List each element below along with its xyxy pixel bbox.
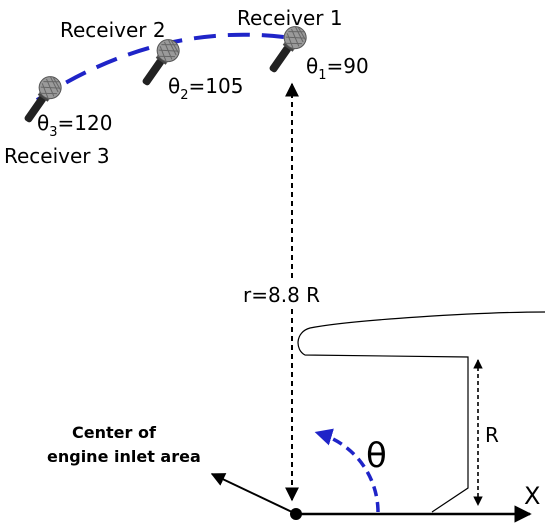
origin-point [290, 508, 302, 520]
receiver-3-angle: θ3=120 [37, 111, 112, 140]
receiver-1-label: Receiver 1 [237, 6, 343, 30]
inlet-radius-label: R [485, 423, 499, 447]
receiver-2-angle: θ2=105 [168, 74, 243, 103]
receiver-2-label: Receiver 2 [60, 18, 166, 42]
x-axis-label: X [524, 482, 540, 510]
radius-label: r=8.8 R [243, 283, 320, 307]
center-label-line1: Center of [72, 423, 157, 442]
engine-nacelle-outline [298, 312, 545, 512]
center-label-line2: engine inlet area [47, 447, 201, 466]
center-pointer-arrow [212, 474, 292, 512]
microphone-icon [263, 22, 311, 77]
receiver-3-label: Receiver 3 [4, 144, 110, 168]
angle-label: θ [366, 436, 387, 476]
receiver-1-angle: θ1=90 [306, 54, 369, 83]
